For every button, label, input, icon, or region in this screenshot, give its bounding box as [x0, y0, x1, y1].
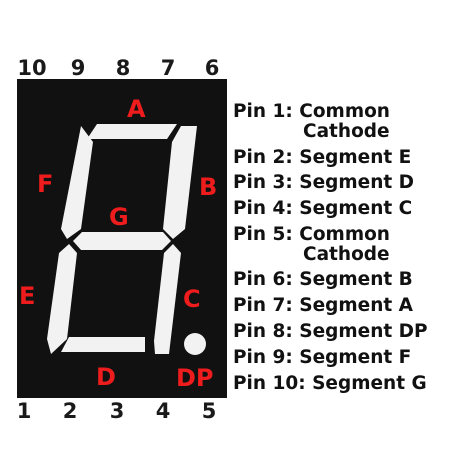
pin-row-4: Pin 4: Segment C [233, 199, 471, 219]
top-pin-7: 7 [160, 56, 176, 80]
segment-label-g: G [109, 203, 129, 231]
pin-label: Pin 5: [233, 223, 293, 245]
pin-desc-cont: Cathode [303, 120, 390, 142]
pin-label: Pin 9: [233, 346, 293, 368]
segment-dp [184, 333, 206, 355]
pin-label: Pin 8: [233, 321, 293, 343]
pin-row-10: Pin 10: Segment G [233, 372, 471, 394]
pin-desc: Common [299, 101, 390, 122]
pin-desc: Segment E [299, 146, 412, 168]
pin-desc: Segment A [299, 295, 413, 317]
segment-e [47, 244, 77, 354]
bottom-pin-2: 2 [62, 399, 78, 423]
bottom-pin-1: 1 [16, 399, 32, 423]
segment-label-dp: DP [176, 364, 214, 392]
top-pin-6: 6 [204, 56, 220, 80]
top-pin-10: 10 [17, 56, 47, 80]
segment-c [154, 244, 181, 354]
pin-row-2: Pin 2: Segment E [233, 146, 471, 168]
pin-label: Pin 10: [233, 372, 306, 394]
pin-desc: Segment C [299, 198, 413, 220]
pin-row-6: Pin 6: Segment B [233, 270, 471, 290]
top-pin-9: 9 [70, 56, 86, 80]
pin-row-1: Pin 1: Common Cathode [233, 102, 471, 142]
pin-label: Pin 6: [233, 269, 293, 291]
pin-row-7: Pin 7: Segment A [233, 296, 471, 316]
pin-desc: Common [299, 223, 390, 245]
pin-desc: Segment F [299, 346, 412, 368]
pin-row-9: Pin 9: Segment F [233, 346, 471, 368]
pin-desc: Segment DP [299, 321, 428, 343]
segment-b [163, 126, 197, 239]
pin-desc: Segment B [299, 269, 413, 291]
pin-label: Pin 7: [233, 295, 293, 317]
segment-a [87, 124, 177, 139]
pin-row-5: Pin 5: Common Cathode [233, 225, 471, 265]
pin-desc-cont: Cathode [303, 243, 390, 265]
segment-f [61, 126, 93, 239]
segment-label-a: A [127, 95, 146, 123]
bottom-pin-5: 5 [201, 399, 217, 423]
pin-desc: Segment D [299, 172, 414, 194]
pin-label: Pin 2: [233, 146, 293, 168]
pin-assignment-list: Pin 1: Common Cathode Pin 2: Segment E P… [233, 102, 471, 393]
pin-row-3: Pin 3: Segment D [233, 173, 471, 193]
segment-d [61, 337, 145, 352]
segment-label-b: B [199, 173, 218, 201]
bottom-pin-4: 4 [155, 399, 171, 423]
pin-label: Pin 3: [233, 172, 293, 194]
segment-graphics [47, 124, 206, 355]
pin-label: Pin 4: [233, 198, 293, 220]
pin-desc: Segment G [312, 372, 427, 394]
segment-label-c: C [183, 285, 201, 313]
bottom-pin-3: 3 [109, 399, 125, 423]
segment-label-f: F [37, 170, 54, 198]
segment-g [73, 232, 171, 250]
display-body [17, 79, 227, 398]
top-pin-8: 8 [115, 56, 131, 80]
segment-label-d: D [96, 363, 116, 391]
pin-label: Pin 1: [233, 101, 293, 122]
segment-label-e: E [19, 282, 36, 310]
pin-row-8: Pin 8: Segment DP [233, 322, 471, 342]
